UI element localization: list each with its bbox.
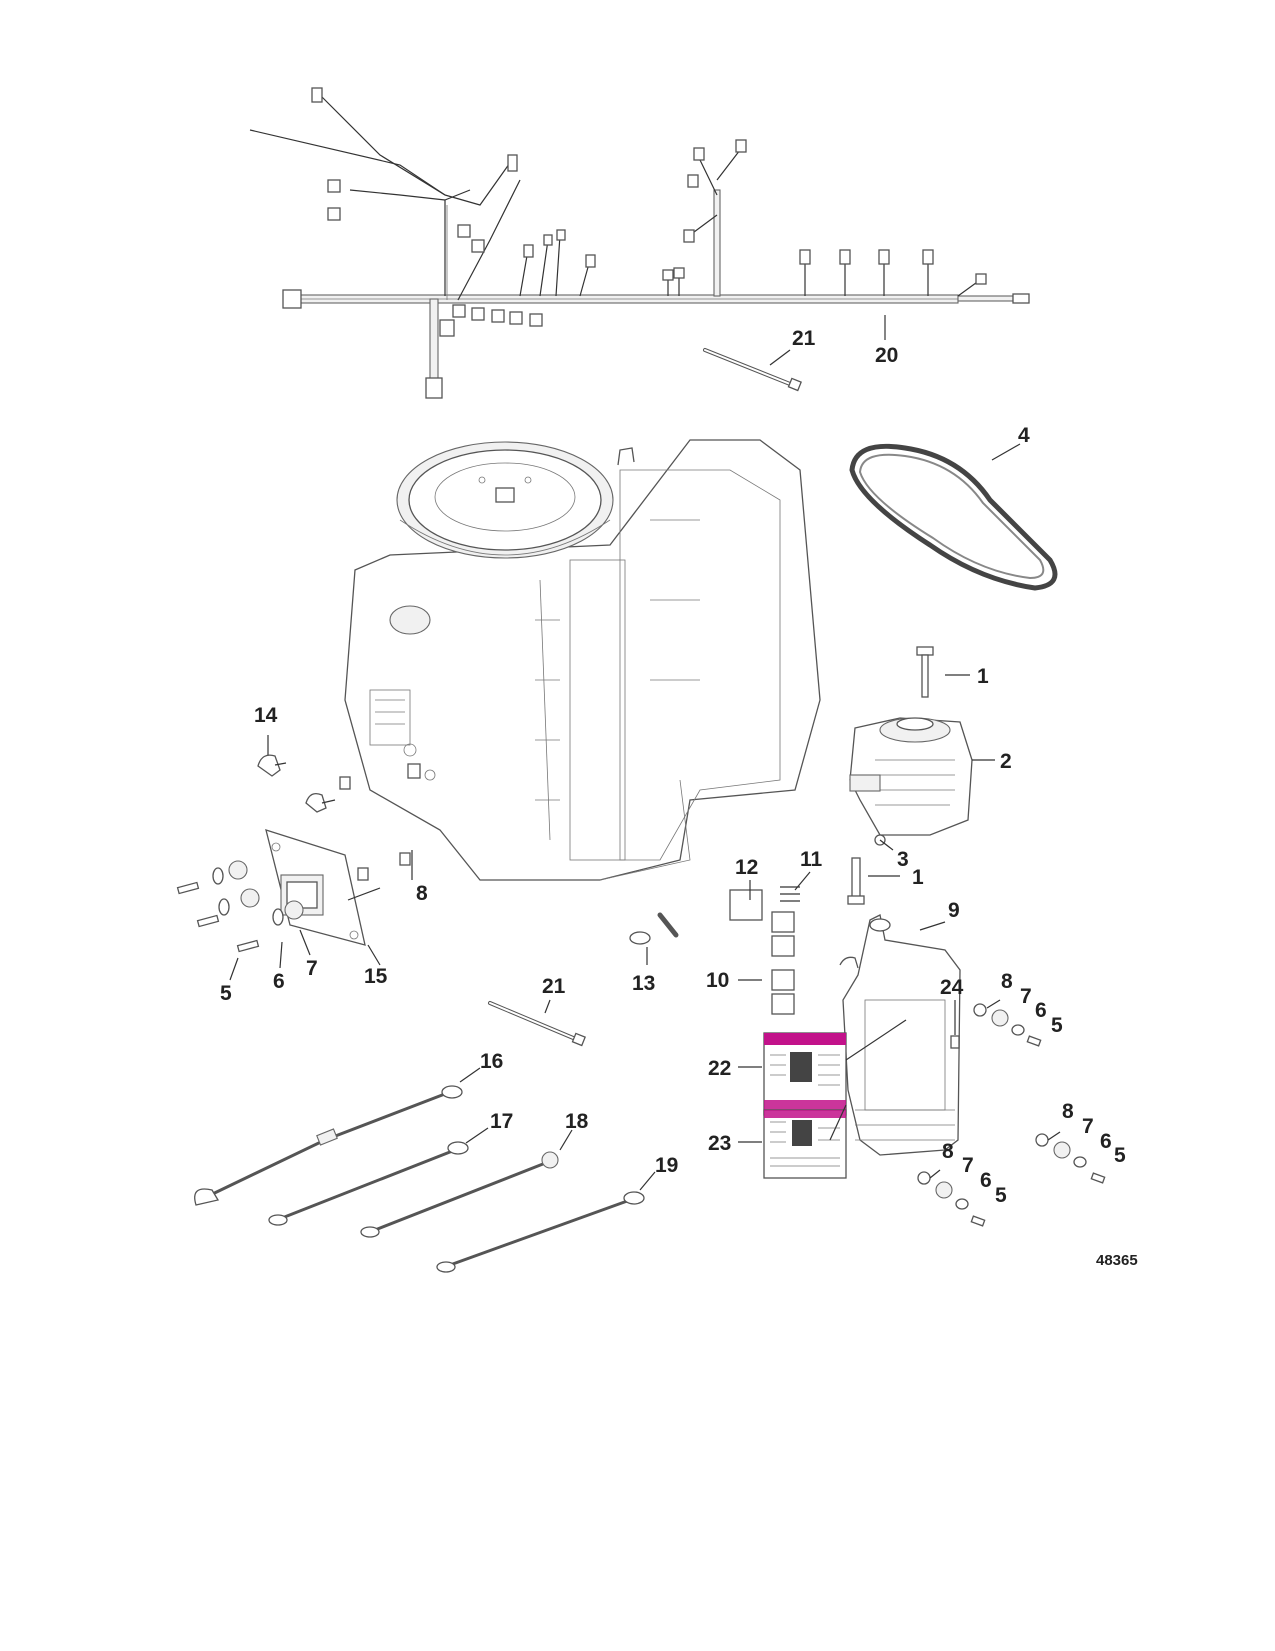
clamp-13 [629,912,679,945]
callout-17: 17 [490,1110,513,1133]
callout-24: 24 [940,976,964,999]
figure-number: 48365 [1096,1252,1138,1269]
callout-20: 20 [875,344,898,367]
fasteners-right-lower2 [917,1171,986,1227]
screw-24 [950,1035,960,1049]
callout-15: 15 [364,965,388,988]
callout-labels: 20 21 4 1 2 3 1 14 8 5 6 7 15 12 11 9 13… [220,327,1138,1269]
cable-18 [360,1151,559,1238]
callout-5-right-lower2: 5 [995,1184,1007,1207]
callout-7-right-lower2: 7 [962,1154,974,1177]
callout-21-lower: 21 [542,975,566,998]
callout-6-right-lower1: 6 [1100,1130,1112,1153]
callout-6-left: 6 [273,970,285,993]
callout-7-right-upper: 7 [1020,985,1032,1008]
cable-tie-upper [703,348,802,392]
callout-11: 11 [800,848,823,871]
callout-13: 13 [632,972,655,995]
callout-5-left: 5 [220,982,232,1005]
callout-5-right-upper: 5 [1051,1014,1063,1037]
wiring-harness [249,87,1030,399]
callout-3: 3 [897,848,909,871]
fasteners-right-upper [973,1003,1042,1047]
relay-clip-11 [780,886,800,902]
callout-2: 2 [1000,750,1012,773]
decal-22 [763,1032,847,1116]
callout-10: 10 [706,969,729,992]
callout-8-right-upper: 8 [1001,970,1013,993]
callout-7-left: 7 [306,957,318,980]
callout-1-lower: 1 [912,866,924,889]
relays-10 [771,911,795,1015]
callout-23: 23 [708,1132,731,1155]
cable-17 [268,1141,469,1226]
leader-lines [229,315,1061,1191]
callout-12: 12 [735,856,758,879]
cable-19 [436,1191,645,1273]
cable-16 [194,1085,463,1206]
callout-18: 18 [565,1110,589,1133]
callout-19: 19 [655,1154,678,1177]
callout-9: 9 [948,899,960,922]
relay-12 [729,889,763,921]
engine-block [344,439,821,881]
decal-23 [763,1109,847,1179]
callout-8-right-lower2: 8 [942,1140,954,1163]
bolt-upper [916,646,934,698]
clip-14 [257,754,336,813]
module-cover [839,914,961,1156]
fasteners-left [176,860,304,953]
callout-5-right-lower1: 5 [1114,1144,1126,1167]
cable-tie-lower [488,1001,586,1047]
callout-21-upper: 21 [792,327,816,350]
callout-14: 14 [254,704,278,727]
callout-8-left: 8 [416,882,428,905]
callout-7-right-lower1: 7 [1082,1115,1094,1138]
callout-6-right-lower2: 6 [980,1169,992,1192]
callout-16: 16 [480,1050,503,1073]
callout-1-upper: 1 [977,665,989,688]
fasteners-right-lower1 [1035,1133,1106,1184]
drive-belt [849,443,1058,591]
grommets-left [339,763,421,881]
callout-22: 22 [708,1057,731,1080]
alternator [849,717,973,846]
bolt-lower [847,857,865,905]
callout-6-right-upper: 6 [1035,999,1047,1022]
callout-8-right-lower1: 8 [1062,1100,1074,1123]
ecm-module [265,829,366,946]
callout-4: 4 [1018,424,1030,447]
